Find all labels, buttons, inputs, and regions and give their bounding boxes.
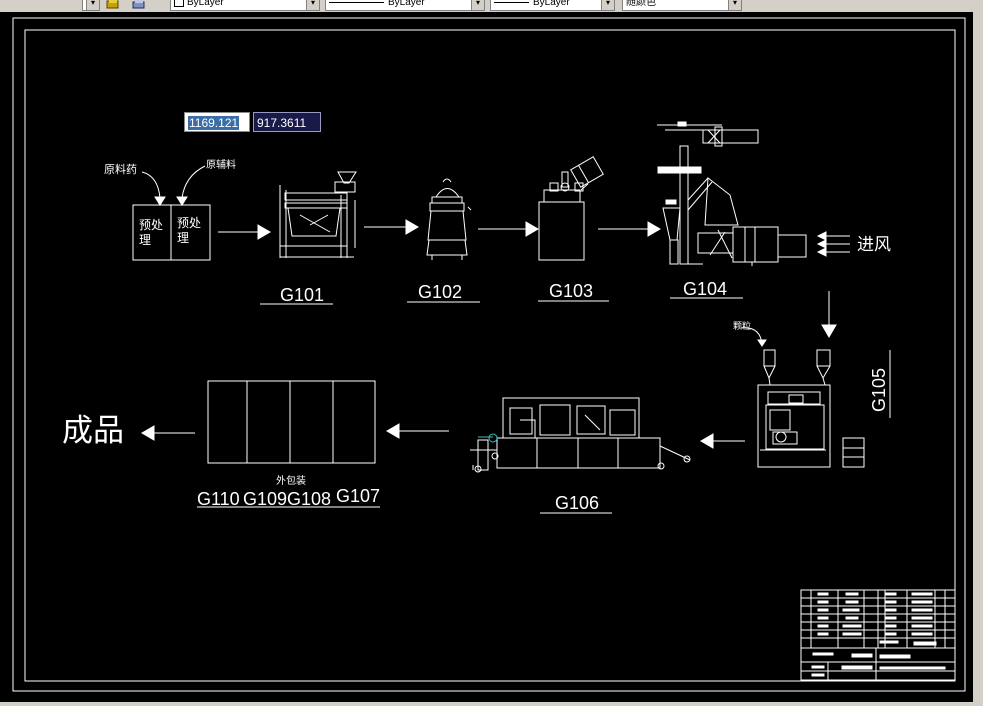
line-sample-icon bbox=[494, 1, 529, 3]
linetype-value: ByLayer bbox=[388, 0, 425, 8]
pretreat-label-2a: 预处 bbox=[177, 216, 201, 230]
flow-arrow bbox=[700, 433, 745, 449]
lineweight-control[interactable]: ByLayer ▾ bbox=[490, 0, 615, 11]
g103-machine bbox=[538, 156, 604, 261]
flow-arrow bbox=[478, 221, 539, 237]
linetype-control[interactable]: ByLayer ▾ bbox=[325, 0, 485, 11]
plotstyle-value: 随颜色 bbox=[626, 0, 656, 8]
window-edge bbox=[973, 0, 983, 706]
flow-arrow bbox=[364, 219, 419, 235]
plotstyle-control[interactable]: 随颜色 ▾ bbox=[622, 0, 742, 11]
window-edge-bottom bbox=[0, 702, 983, 706]
raw-medicine-label: 原料药 bbox=[104, 162, 137, 176]
g102-machine bbox=[426, 178, 472, 260]
finished-label: 成品 bbox=[62, 413, 124, 448]
g104-machine bbox=[657, 121, 807, 266]
pretreat-label-1a: 预处 bbox=[139, 218, 163, 232]
g102-label: G102 bbox=[418, 282, 462, 302]
pretreatment-box bbox=[132, 165, 211, 261]
chevron-down-icon: ▾ bbox=[86, 0, 99, 10]
flow-arrow-down bbox=[821, 291, 837, 338]
g104-label: G104 bbox=[683, 279, 727, 299]
coordinate-y-input[interactable]: 917.3611 bbox=[253, 112, 321, 132]
g106-machine bbox=[470, 397, 691, 473]
outer-frame bbox=[12, 17, 966, 692]
layer-dropdown[interactable]: ▾ bbox=[82, 0, 100, 11]
flow-arrow bbox=[218, 224, 271, 240]
layer-previous-icon[interactable] bbox=[132, 0, 146, 10]
flow-arrow bbox=[598, 221, 661, 237]
properties-toolbar: ▾ ByLayer ▾ ByLayer ▾ ByLayer ▾ 随颜色 ▾ bbox=[0, 0, 983, 12]
chevron-down-icon: ▾ bbox=[728, 0, 741, 10]
flow-arrow bbox=[141, 425, 195, 441]
color-value: ByLayer bbox=[187, 0, 224, 8]
title-block bbox=[800, 589, 956, 681]
g110-label: G110 bbox=[197, 489, 240, 509]
color-swatch-icon bbox=[174, 0, 184, 8]
chevron-down-icon: ▾ bbox=[471, 0, 484, 10]
g106-label: G106 bbox=[555, 493, 599, 513]
line-sample-icon bbox=[329, 1, 384, 3]
coordinate-x-input[interactable]: 1169.121 bbox=[184, 112, 250, 132]
g101-machine bbox=[279, 171, 357, 258]
g105-label: G105 bbox=[869, 368, 889, 412]
g101-label: G101 bbox=[280, 285, 324, 305]
lineweight-value: ByLayer bbox=[533, 0, 570, 8]
pretreat-label-2b: 理 bbox=[177, 231, 189, 245]
drawing-canvas[interactable]: 原料药 原辅料 预处 理 预处 理 G101 G102 bbox=[0, 12, 973, 702]
g105-machine bbox=[740, 327, 865, 468]
pretreat-label-1b: 理 bbox=[139, 233, 151, 247]
raw-auxiliary-label: 原辅料 bbox=[206, 158, 236, 171]
g103-label: G103 bbox=[549, 281, 593, 301]
layer-state-icon[interactable] bbox=[106, 0, 120, 10]
inner-frame bbox=[24, 29, 956, 682]
chevron-down-icon: ▾ bbox=[601, 0, 614, 10]
g109-label: G109 bbox=[243, 489, 287, 509]
air-in-label: 进风 bbox=[857, 235, 891, 254]
g108-label: G108 bbox=[287, 489, 331, 509]
air-inlet-arrows bbox=[816, 231, 850, 257]
flow-arrow bbox=[386, 423, 449, 439]
coordinate-x-value: 1169.121 bbox=[188, 116, 240, 130]
outer-pack-label: 外包装 bbox=[276, 474, 306, 487]
g107-label: G107 bbox=[336, 486, 380, 506]
color-control[interactable]: ByLayer ▾ bbox=[170, 0, 320, 11]
packaging-boxes bbox=[207, 380, 376, 464]
granules-label: 颗粒 bbox=[733, 320, 751, 331]
chevron-down-icon: ▾ bbox=[306, 0, 319, 10]
